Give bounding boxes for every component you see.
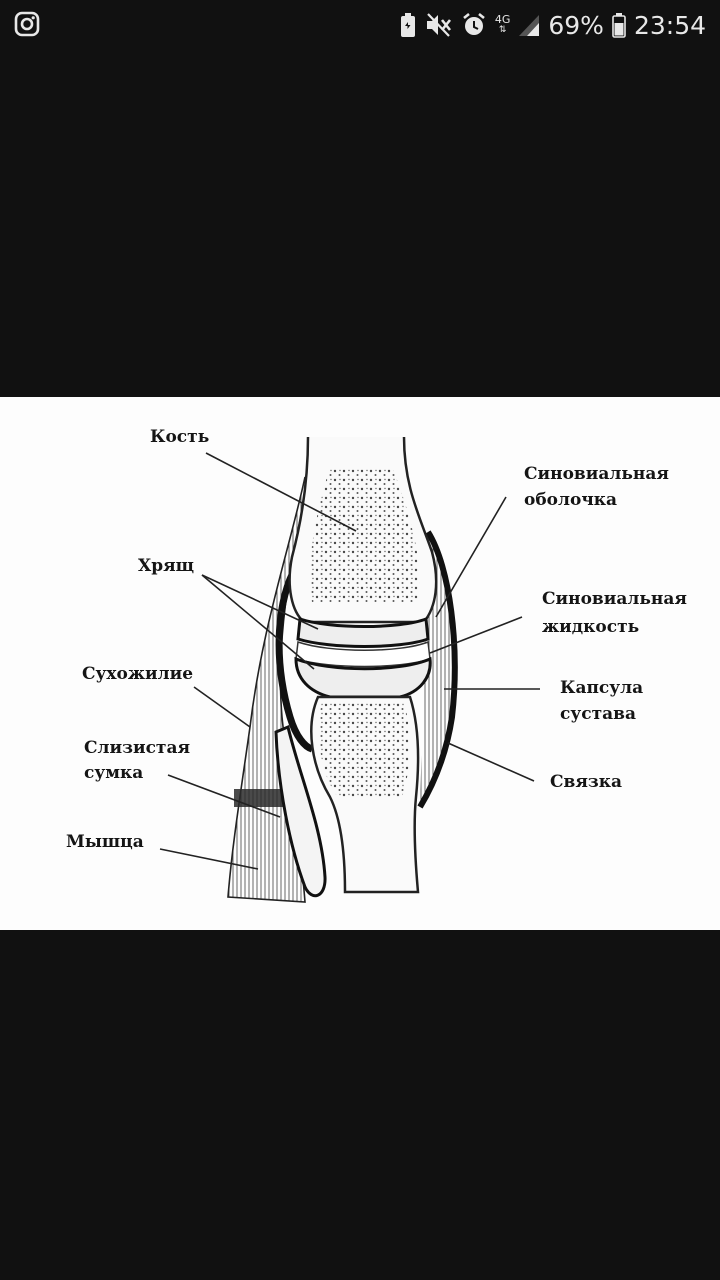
label-ligament: Связка — [550, 772, 623, 792]
label-bursa-line1: Слизистая — [84, 738, 191, 758]
battery-icon — [612, 12, 626, 38]
lower-bone-marrow — [318, 702, 410, 797]
bursa-shape — [274, 724, 327, 898]
network-type: 4G — [494, 13, 511, 26]
label-tendon: Сухожилие — [82, 664, 194, 684]
instagram-icon — [14, 11, 40, 37]
muscle-band — [234, 789, 286, 807]
battery-percent: 69% — [548, 10, 604, 40]
label-bursa-line2: сумка — [84, 763, 144, 783]
label-synovial-fluid-line1: Синовиальная — [542, 589, 687, 609]
clock: 23:54 — [633, 10, 706, 40]
joint-diagram-drawing — [159, 436, 540, 903]
label-synovial-membrane-line2: оболочка — [524, 490, 618, 510]
label-cartilage: Хрящ — [138, 556, 195, 576]
label-synovial-membrane-line1: Синовиальная — [524, 464, 669, 484]
network-arrows-icon: 4G ⇅ — [494, 13, 511, 35]
leader-lines — [159, 452, 540, 870]
label-bone: Кость — [150, 427, 210, 447]
alarm-icon — [461, 12, 487, 38]
signal-icon — [518, 13, 540, 37]
label-synovial-fluid-line2: жидкость — [542, 617, 640, 637]
upper-bone-marrow — [309, 467, 420, 602]
label-capsule-line1: Капсула — [560, 678, 644, 698]
lower-cartilage — [294, 656, 432, 699]
mute-icon — [425, 12, 453, 38]
capsule-left — [275, 565, 314, 753]
battery-saver-icon — [399, 12, 417, 38]
label-capsule-line2: сустава — [560, 704, 636, 724]
upper-cartilage — [296, 616, 430, 648]
status-bar: 4G ⇅ 69% 23:54 — [0, 0, 720, 50]
joint-diagram-image[interactable]: Кость Хрящ Сухожилие Слизистая сумка Мыш… — [0, 397, 720, 930]
label-muscle: Мышца — [66, 832, 144, 852]
